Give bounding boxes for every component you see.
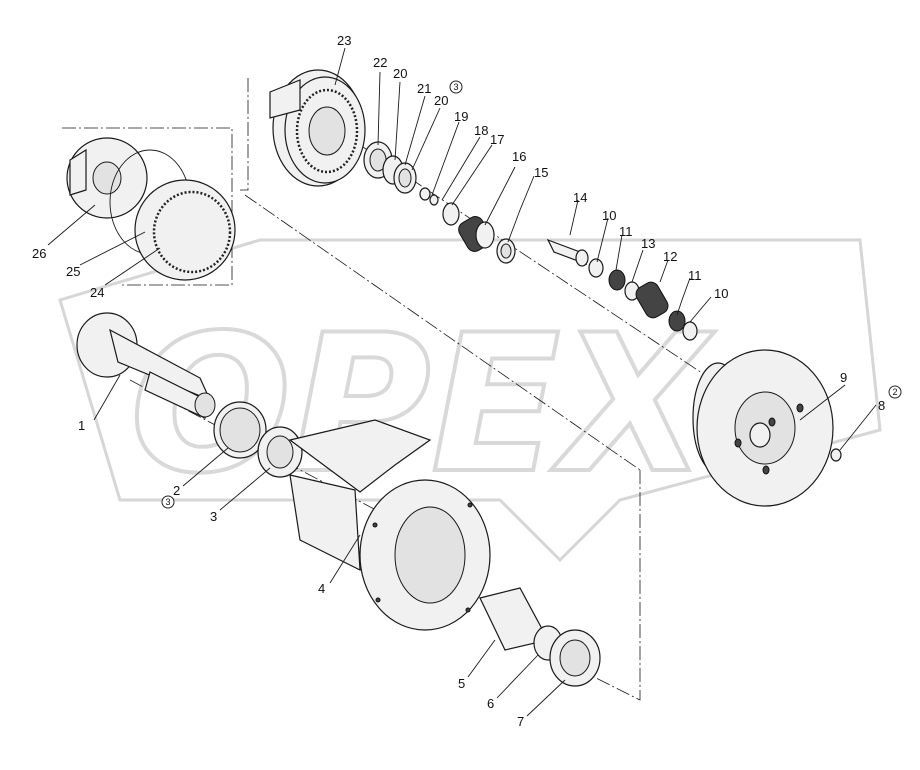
svg-text:3: 3 (165, 497, 170, 507)
callout-8: 8 (878, 398, 885, 413)
circled-mark-a: 3 (449, 80, 463, 94)
part-23-ring-gear (269, 69, 366, 187)
small-rings-22-19 (363, 141, 439, 206)
callout-11b: 11 (688, 268, 702, 283)
svg-text:2: 2 (892, 387, 897, 397)
callout-15: 15 (534, 165, 548, 180)
callout-6: 6 (487, 696, 494, 711)
part-8-bolt (830, 448, 842, 462)
pinion-group-18-15 (442, 202, 516, 264)
callout-11a: 11 (619, 224, 633, 239)
callout-25: 25 (66, 264, 80, 279)
part-9-wheel-hub (692, 349, 834, 507)
callout-12: 12 (663, 249, 677, 264)
callout-24: 24 (90, 285, 104, 300)
callout-17: 17 (490, 132, 504, 147)
callout-labels: 1 2 3 4 5 6 7 8 9 10 10 11 11 12 13 14 1… (32, 33, 885, 729)
spacer-bearing-5-7 (479, 587, 601, 687)
callout-4: 4 (318, 581, 325, 596)
callout-18: 18 (474, 123, 488, 138)
svg-text:3: 3 (453, 82, 458, 92)
callout-7: 7 (517, 714, 524, 729)
planet-carrier-26-24 (66, 137, 236, 281)
callout-20a: 20 (393, 66, 407, 81)
callout-10b: 10 (714, 286, 728, 301)
callout-13: 13 (641, 236, 655, 251)
callout-1: 1 (78, 418, 85, 433)
callout-9: 9 (840, 370, 847, 385)
callout-22: 22 (373, 55, 387, 70)
callout-19: 19 (454, 109, 468, 124)
callout-10a: 10 (602, 208, 616, 223)
callout-21: 21 (417, 81, 431, 96)
seals-2-3 (213, 401, 303, 478)
circled-mark-b: 3 (161, 495, 175, 509)
callout-23: 23 (337, 33, 351, 48)
callout-2: 2 (173, 483, 180, 498)
part-4-axle-housing (288, 419, 491, 631)
circled-mark-c: 2 (888, 385, 902, 399)
callout-16: 16 (512, 149, 526, 164)
callout-26: 26 (32, 246, 46, 261)
callout-3: 3 (210, 509, 217, 524)
part-1-output-shaft (76, 312, 216, 419)
leader-lines (47, 47, 877, 717)
callout-5: 5 (458, 676, 465, 691)
callout-20b: 20 (434, 93, 448, 108)
callout-14: 14 (573, 190, 587, 205)
